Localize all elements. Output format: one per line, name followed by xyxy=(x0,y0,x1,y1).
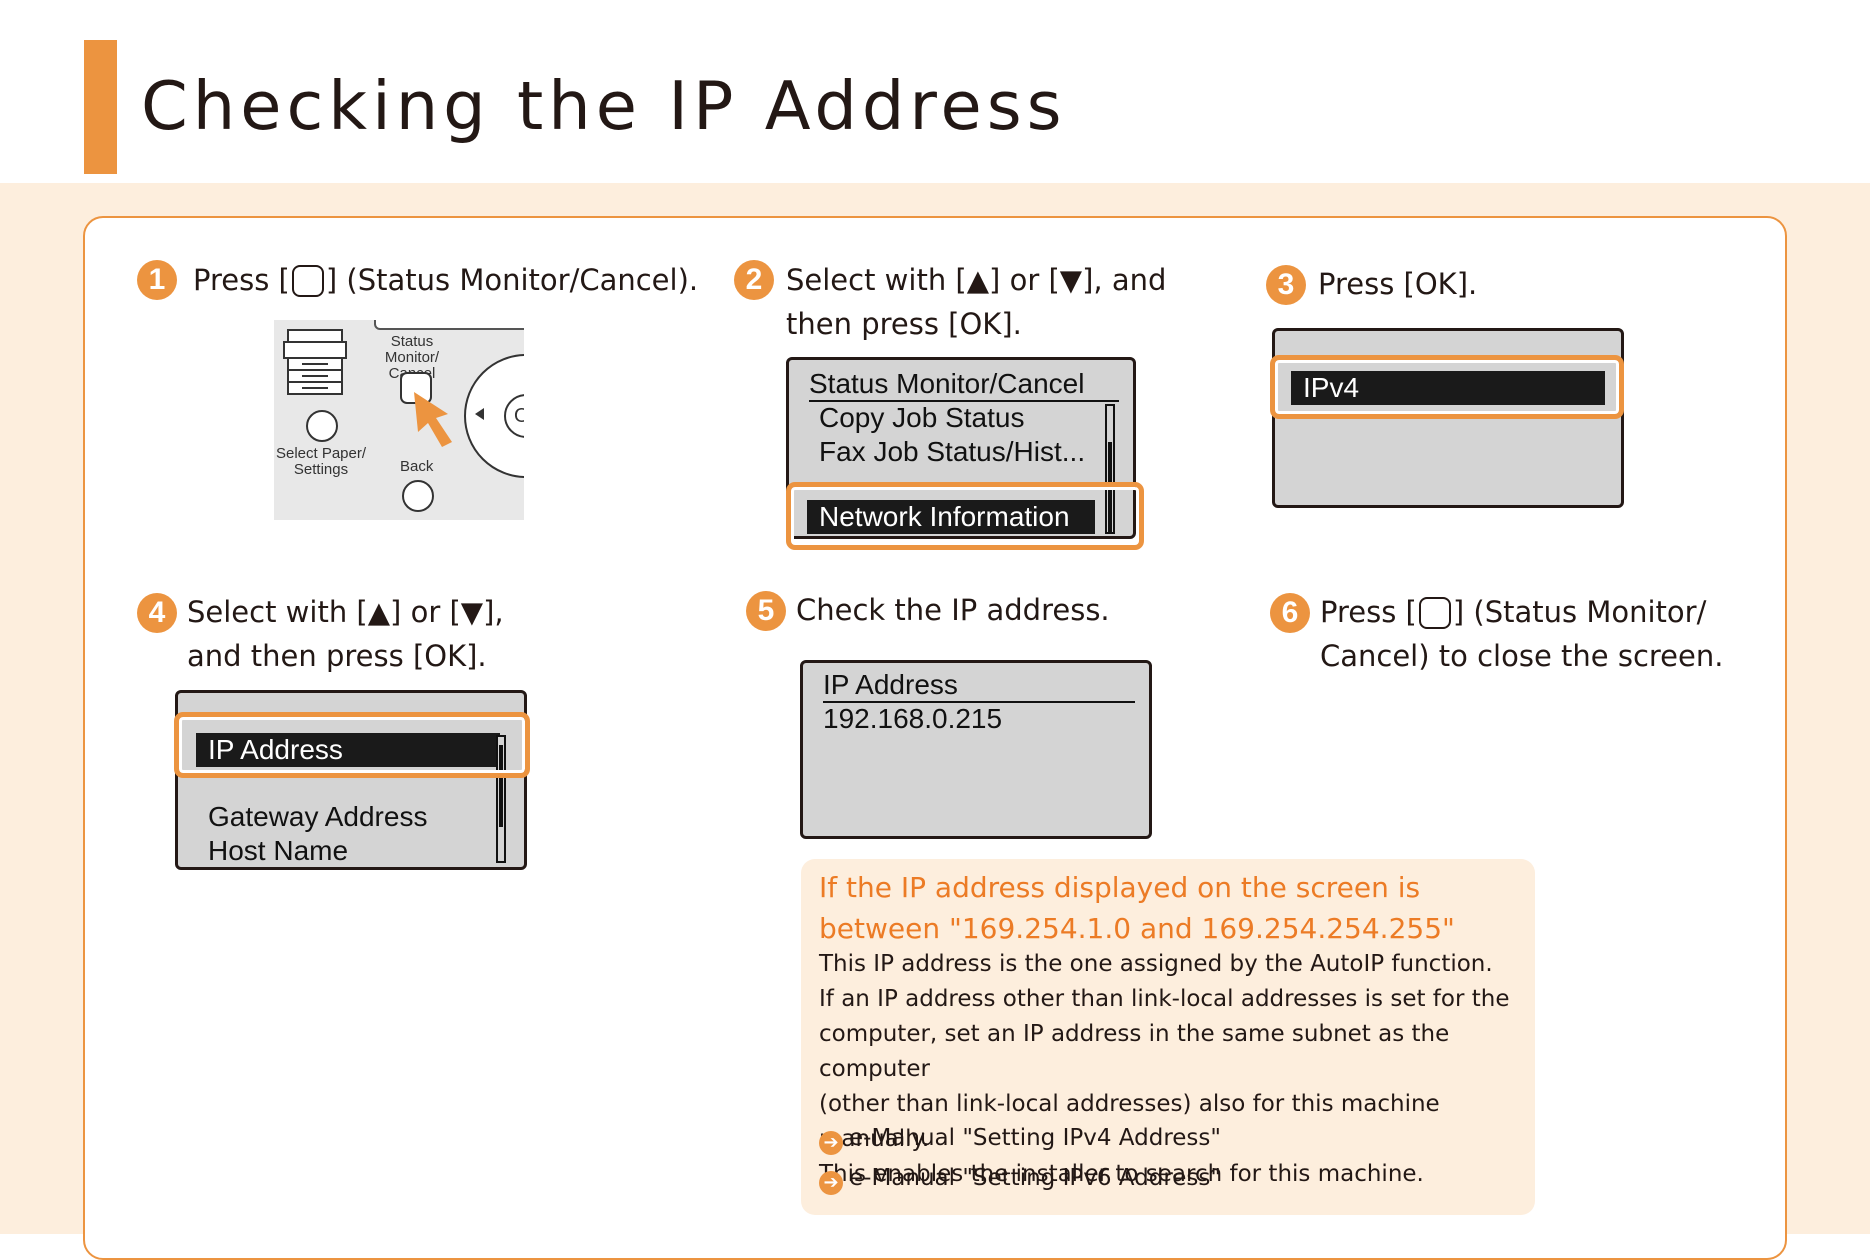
note-body-line: computer, set an IP address in the same … xyxy=(819,1021,1450,1082)
note-heading: If the IP address displayed on the scree… xyxy=(819,871,1455,945)
lcd-screen-ipv4: IP Address Gateway Address Host Name xyxy=(175,690,527,870)
step-5-number: 5 xyxy=(746,591,786,631)
step-4-text-line1: Select with [▲] or [▼], xyxy=(187,595,504,629)
lcd2-scroll-thumb xyxy=(1108,442,1112,532)
step-3-text: Press [OK]. xyxy=(1318,267,1478,301)
step-1-text-pre: Press [ xyxy=(193,263,290,297)
step-6-number: 6 xyxy=(1270,593,1310,633)
lcd3-selected-ipv4[interactable]: IPv4 xyxy=(1291,371,1605,405)
back-key[interactable] xyxy=(402,480,434,512)
pointer-arrow-icon xyxy=(414,392,452,447)
lcd2-scrollbar xyxy=(1105,404,1115,534)
lcd4-scrollbar xyxy=(496,735,506,863)
status-monitor-button-symbol-2 xyxy=(1418,597,1451,629)
step-1-text: Press [ ] (Status Monitor/Cancel). xyxy=(193,258,698,303)
step-1-text-post: ] (Status Monitor/Cancel). xyxy=(325,263,699,297)
printer-icon xyxy=(283,329,347,395)
lcd2-title: Status Monitor/Cancel xyxy=(809,368,1085,399)
lcd4-selected-ip-address[interactable]: IP Address xyxy=(196,733,500,767)
lcd4-row-gateway-address: Gateway Address xyxy=(208,801,428,832)
step-6-text-line1: Press [ ] (Status Monitor/ xyxy=(1320,590,1706,635)
step-5-text: Check the IP address. xyxy=(796,593,1110,627)
step-6-text-line2: Cancel) to close the screen. xyxy=(1320,639,1724,673)
emanual-link-ipv4[interactable]: ➔e-Manual "Setting IPv4 Address" xyxy=(819,1121,1221,1155)
emanual-link-ipv4-label: e-Manual "Setting IPv4 Address" xyxy=(849,1125,1221,1151)
note-body: This IP address is the one assigned by t… xyxy=(819,947,1529,1192)
arrow-right-icon: ➔ xyxy=(819,1171,843,1195)
lcd5-title: IP Address xyxy=(823,669,958,700)
back-label: Back xyxy=(400,458,434,475)
step-2-text-line2: then press [OK]. xyxy=(786,307,1022,341)
step-3-number: 3 xyxy=(1266,265,1306,305)
step-1-number: 1 xyxy=(137,260,177,300)
lcd4-scroll-thumb xyxy=(499,745,503,827)
status-monitor-button-symbol xyxy=(291,265,324,297)
step-6-text-post: ] (Status Monitor/ xyxy=(1452,595,1707,629)
note-body-line: (other than link-local addresses) also f… xyxy=(819,1091,1440,1152)
lcd4-highlight xyxy=(174,712,530,778)
emanual-link-ipv6-label: e-Manual "Setting IPv6 Address" xyxy=(849,1165,1221,1191)
note-body-line: This IP address is the one assigned by t… xyxy=(819,951,1493,977)
emanual-link-ipv6[interactable]: ➔e-Manual "Setting IPv6 Address" xyxy=(819,1161,1221,1195)
lcd2-title-rule xyxy=(809,400,1119,402)
page-title: Checking the IP Address xyxy=(141,67,1067,145)
lcd2-row-fax-job-status: Fax Job Status/Hist... xyxy=(819,436,1086,467)
note-body-line: This enables the installer to search for… xyxy=(819,1161,1424,1187)
control-panel-illustration: Status Monitor/ Cancel Select Paper/ Set… xyxy=(274,320,524,520)
note-body-line: If an IP address other than link-local a… xyxy=(819,986,1510,1012)
autoip-note-box: If the IP address displayed on the scree… xyxy=(801,859,1535,1215)
lcd-screen-status-monitor: Status Monitor/Cancel Copy Job Status Fa… xyxy=(786,357,1136,539)
lcd5-ip-value: 192.168.0.215 xyxy=(823,703,1003,734)
header-accent-bar xyxy=(84,40,117,174)
step-2-text-line1: Select with [▲] or [▼], and xyxy=(786,263,1167,297)
step-2-number: 2 xyxy=(734,260,774,300)
lcd4-row-host-name: Host Name xyxy=(208,835,349,866)
step-4-text-line2: and then press [OK]. xyxy=(187,639,487,673)
lcd3-highlight xyxy=(1270,355,1624,419)
step-6-text-pre: Press [ xyxy=(1320,595,1417,629)
lcd2-highlight xyxy=(786,482,1144,550)
lcd2-selected-network-information[interactable]: Network Information xyxy=(807,500,1095,534)
dial-left-arrow-icon xyxy=(475,408,484,420)
select-paper-label: Select Paper/ Settings xyxy=(275,445,367,478)
lcd-screen-ip-address: IP Address 192.168.0.215 xyxy=(800,660,1152,839)
arrow-right-icon: ➔ xyxy=(819,1131,843,1155)
panel-top-edge xyxy=(374,320,524,330)
lcd2-row-copy-job-status: Copy Job Status xyxy=(819,402,1025,433)
step-4-number: 4 xyxy=(137,593,177,633)
lcd5-title-rule xyxy=(823,701,1135,703)
select-paper-key[interactable] xyxy=(306,410,338,442)
